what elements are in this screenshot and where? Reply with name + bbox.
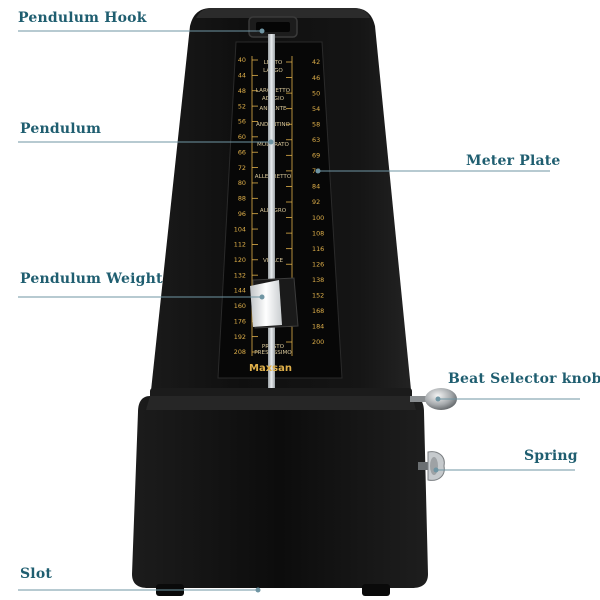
scale-label-right: 63	[312, 136, 320, 144]
scale-label-left: 66	[238, 148, 246, 156]
scale-label-right: 92	[312, 198, 320, 206]
scale-label-right: 200	[312, 338, 324, 346]
scale-label-right: 54	[312, 105, 320, 113]
scale-label-left: 80	[238, 179, 246, 187]
label-meter-plate: Meter Plate	[466, 153, 561, 169]
scale-label-left: 160	[234, 302, 246, 310]
scale-label-left: 144	[234, 287, 246, 295]
scale-label-right: 184	[312, 323, 324, 331]
scale-label-right: 152	[312, 292, 324, 300]
scale-label-left: 192	[234, 333, 246, 341]
callout-dot-hook	[259, 28, 265, 34]
foot-right	[362, 584, 390, 596]
scale-label-left: 40	[238, 56, 246, 64]
label-pendulum-weight: Pendulum Weight	[20, 271, 163, 287]
scale-label-right: 84	[312, 183, 320, 191]
scale-label-left: 120	[234, 256, 246, 264]
scale-label-right: 168	[312, 307, 324, 315]
knob-stem	[410, 396, 430, 402]
scale-label-left: 44	[238, 72, 246, 80]
scale-label-right: 58	[312, 120, 320, 128]
scale-label-left: 72	[238, 164, 246, 172]
pendulum-weight-body	[250, 280, 282, 327]
scale-label-right: 100	[312, 214, 324, 222]
label-beat-selector-knob: Beat Selector knob	[448, 371, 600, 387]
scale-label-left: 132	[234, 271, 246, 279]
scale-label-right: 108	[312, 229, 324, 237]
scale-label-left: 52	[238, 102, 246, 110]
scale-label-right: 42	[312, 58, 320, 66]
label-pendulum: Pendulum	[20, 121, 102, 137]
callout-dot-spring	[433, 467, 439, 473]
callout-dot-slot	[255, 587, 261, 593]
callout-dots	[255, 28, 441, 593]
label-slot: Slot	[20, 566, 53, 582]
callout-dot-pendulum	[268, 139, 274, 145]
label-pendulum-hook: Pendulum Hook	[18, 10, 147, 26]
meter-plate	[217, 41, 343, 379]
pendulum-rod	[268, 34, 275, 402]
scale-label-right: 116	[312, 245, 324, 253]
scale-label-left: 88	[238, 195, 246, 203]
pendulum-hook-slot	[256, 22, 290, 32]
callout-dot-meter	[315, 168, 321, 174]
scale-label-right: 126	[312, 260, 324, 268]
scale-label-left: 208	[234, 348, 246, 356]
scale-label-right: 69	[312, 152, 320, 160]
base-top-edge	[146, 396, 416, 410]
brand-logo: Maxsan	[249, 363, 292, 374]
callout-dot-weight	[259, 294, 265, 300]
scale-label-left: 60	[238, 133, 246, 141]
scale-label-right: 138	[312, 276, 324, 284]
callout-lines	[18, 30, 580, 591]
callout-dot-knob	[435, 396, 441, 402]
scale-label-left: 104	[234, 225, 246, 233]
body-top-highlight	[196, 8, 370, 18]
metronome-base	[132, 396, 428, 588]
scale-label-left: 56	[238, 118, 246, 126]
label-spring: Spring	[524, 448, 578, 464]
scale-label-left: 112	[234, 241, 246, 249]
scale-label-left: 176	[234, 317, 246, 325]
scale-label-left: 96	[238, 210, 246, 218]
scale-label-right: 50	[312, 89, 320, 97]
scale-label-right: 46	[312, 74, 320, 82]
scale-label-left: 48	[238, 87, 246, 95]
